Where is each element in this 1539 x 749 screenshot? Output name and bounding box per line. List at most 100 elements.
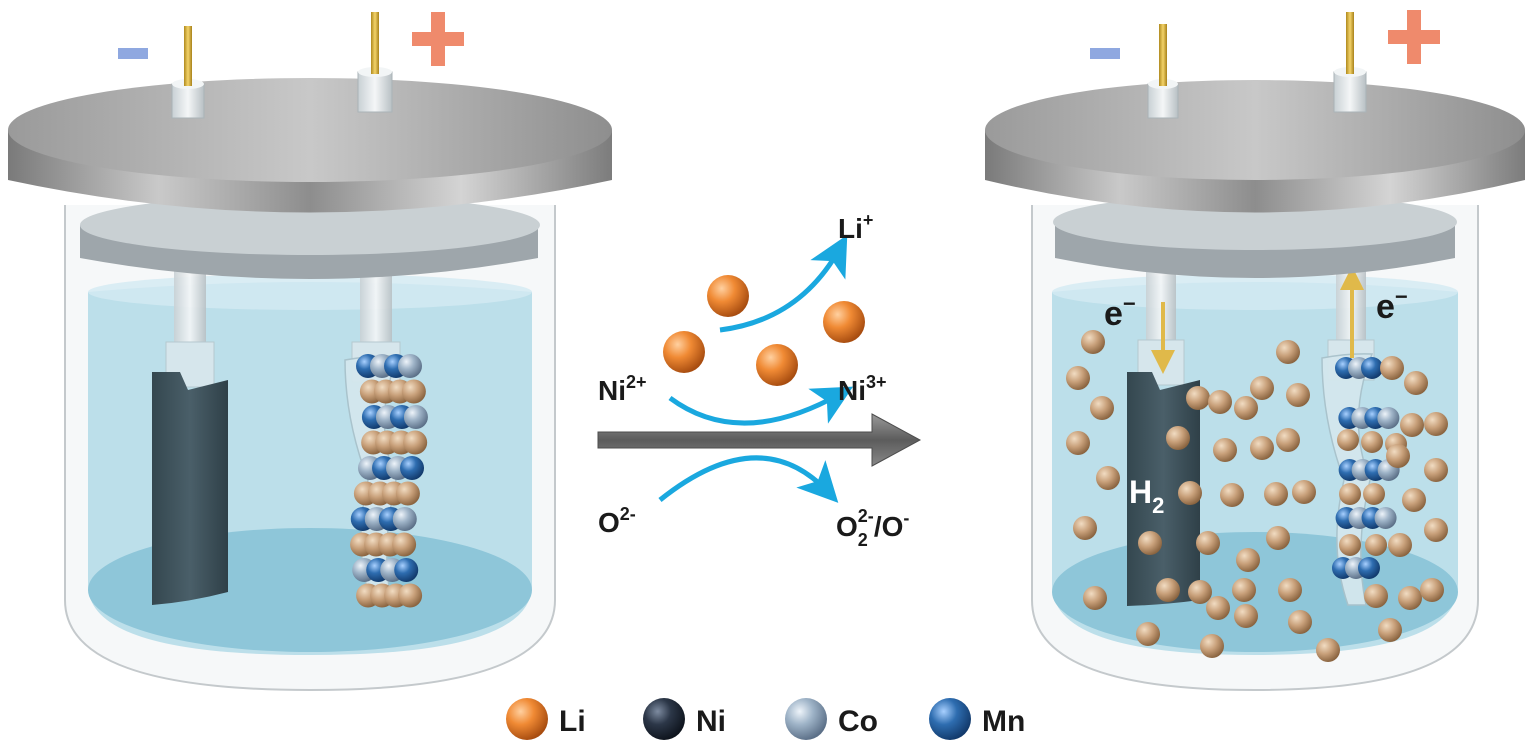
process-arrow <box>597 413 922 467</box>
dissolved-li-ion <box>1276 340 1300 364</box>
electron-label-right: e− <box>1376 284 1408 326</box>
cathode-atom <box>1361 357 1383 379</box>
dissolved-li-ion <box>1081 330 1105 354</box>
ni-oxidation-arrow <box>668 386 854 426</box>
dissolved-li-ion <box>1083 586 1107 610</box>
legend-mn-label: Mn <box>982 705 1025 738</box>
dissolved-li-ion <box>1292 480 1316 504</box>
left-minus-sign <box>118 48 148 59</box>
legend-item-co: Co <box>785 698 878 740</box>
dissolved-li-ion <box>1206 596 1230 620</box>
cathode-atom <box>1365 534 1387 556</box>
o2-label: O2- <box>598 504 636 538</box>
legend-li-label: Li <box>559 705 586 738</box>
left-positive-pin <box>371 12 379 74</box>
dissolved-li-ion <box>1090 396 1114 420</box>
dissolved-li-ion <box>1186 386 1210 410</box>
dissolved-li-ion <box>1200 634 1224 658</box>
li-ion-ball <box>707 275 749 317</box>
legend-ni-label: Ni <box>696 705 726 738</box>
dissolved-li-ion <box>1236 548 1260 572</box>
left-lid-top <box>8 78 612 182</box>
li-release-arrow <box>719 234 848 333</box>
dissolved-li-ion <box>1402 488 1426 512</box>
cathode-atom <box>400 456 425 480</box>
reaction-panel: Li+ Ni2+ Ni3+ O2- O22-/O- <box>597 210 922 550</box>
legend: Li Ni Co Mn <box>506 698 1025 740</box>
dissolved-li-ion <box>1424 518 1448 542</box>
dissolved-li-ion <box>1220 483 1244 507</box>
legend-item-li: Li <box>506 698 586 740</box>
legend-mn-swatch <box>929 698 971 740</box>
right-negative-pin <box>1159 24 1167 86</box>
dissolved-li-ion <box>1288 610 1312 634</box>
electron-label-left: e− <box>1104 291 1136 333</box>
dissolved-li-ion <box>1178 481 1202 505</box>
cathode-atom <box>398 583 423 608</box>
dissolved-li-ion <box>1073 516 1097 540</box>
right-minus-sign <box>1090 48 1120 59</box>
ni2-label: Ni2+ <box>598 372 647 406</box>
legend-ni-swatch <box>643 698 685 740</box>
dissolved-li-ion <box>1250 436 1274 460</box>
dissolved-li-ion <box>1424 412 1448 436</box>
dissolved-li-ions <box>1066 330 1448 662</box>
dissolved-li-ion <box>1266 526 1290 550</box>
li-ion-ball <box>663 331 705 373</box>
left-anode-rod <box>174 262 206 347</box>
dissolved-li-ion <box>1364 584 1388 608</box>
cathode-atom <box>392 507 417 531</box>
left-plate-electrode <box>152 372 228 605</box>
cathode-atom <box>394 558 419 582</box>
cathode-atom <box>1339 534 1361 556</box>
dissolved-li-ion <box>1276 428 1300 452</box>
cathode-atom <box>395 481 420 506</box>
dissolved-li-ion <box>1250 376 1274 400</box>
cathode-atom <box>403 430 428 455</box>
right-positive-pin <box>1346 12 1354 74</box>
cathode-atom <box>401 379 426 404</box>
cathode-atom <box>1357 557 1380 579</box>
legend-co-swatch <box>785 698 827 740</box>
cathode-atom <box>1377 407 1400 429</box>
dissolved-li-ion <box>1156 578 1180 602</box>
li-plus-label: Li+ <box>838 210 873 244</box>
cathode-atom <box>398 354 422 378</box>
left-negative-pin <box>184 26 192 86</box>
dissolved-li-ion <box>1404 371 1428 395</box>
cathode-atom <box>1374 507 1397 529</box>
dissolved-li-ion <box>1234 604 1258 628</box>
right-lid-top <box>985 80 1525 180</box>
dissolved-li-ion <box>1213 438 1237 462</box>
dissolved-li-ion <box>1378 618 1402 642</box>
dissolved-li-ion <box>1166 426 1190 450</box>
right-cell: e− e− H2 <box>985 10 1525 692</box>
dissolved-li-ion <box>1424 458 1448 482</box>
legend-li-swatch <box>506 698 548 740</box>
dissolved-li-ion <box>1188 580 1212 604</box>
ni3-label: Ni3+ <box>838 372 887 406</box>
li-ion-ball <box>756 344 798 386</box>
dissolved-li-ion <box>1386 444 1410 468</box>
o-oxidation-arrow <box>658 455 839 503</box>
legend-co-label: Co <box>838 705 878 738</box>
dissolved-li-ion <box>1278 578 1302 602</box>
dissolved-li-ion <box>1316 638 1340 662</box>
dissolved-li-ion <box>1380 356 1404 380</box>
legend-item-mn: Mn <box>929 698 1025 740</box>
dissolved-li-ion <box>1208 390 1232 414</box>
dissolved-li-ion <box>1420 578 1444 602</box>
left-cell <box>8 12 612 692</box>
cathode-atom <box>1337 429 1359 451</box>
dissolved-li-ion <box>1138 531 1162 555</box>
dissolved-li-ion <box>1234 396 1258 420</box>
dissolved-li-ion <box>1066 366 1090 390</box>
dissolved-li-ion <box>1136 622 1160 646</box>
dissolved-li-ion <box>1398 586 1422 610</box>
dissolved-li-ion <box>1196 531 1220 555</box>
li-ion-ball <box>823 301 865 343</box>
dissolved-li-ion <box>1066 431 1090 455</box>
peroxide-label: O22-/O- <box>836 506 909 550</box>
dissolved-li-ion <box>1400 413 1424 437</box>
